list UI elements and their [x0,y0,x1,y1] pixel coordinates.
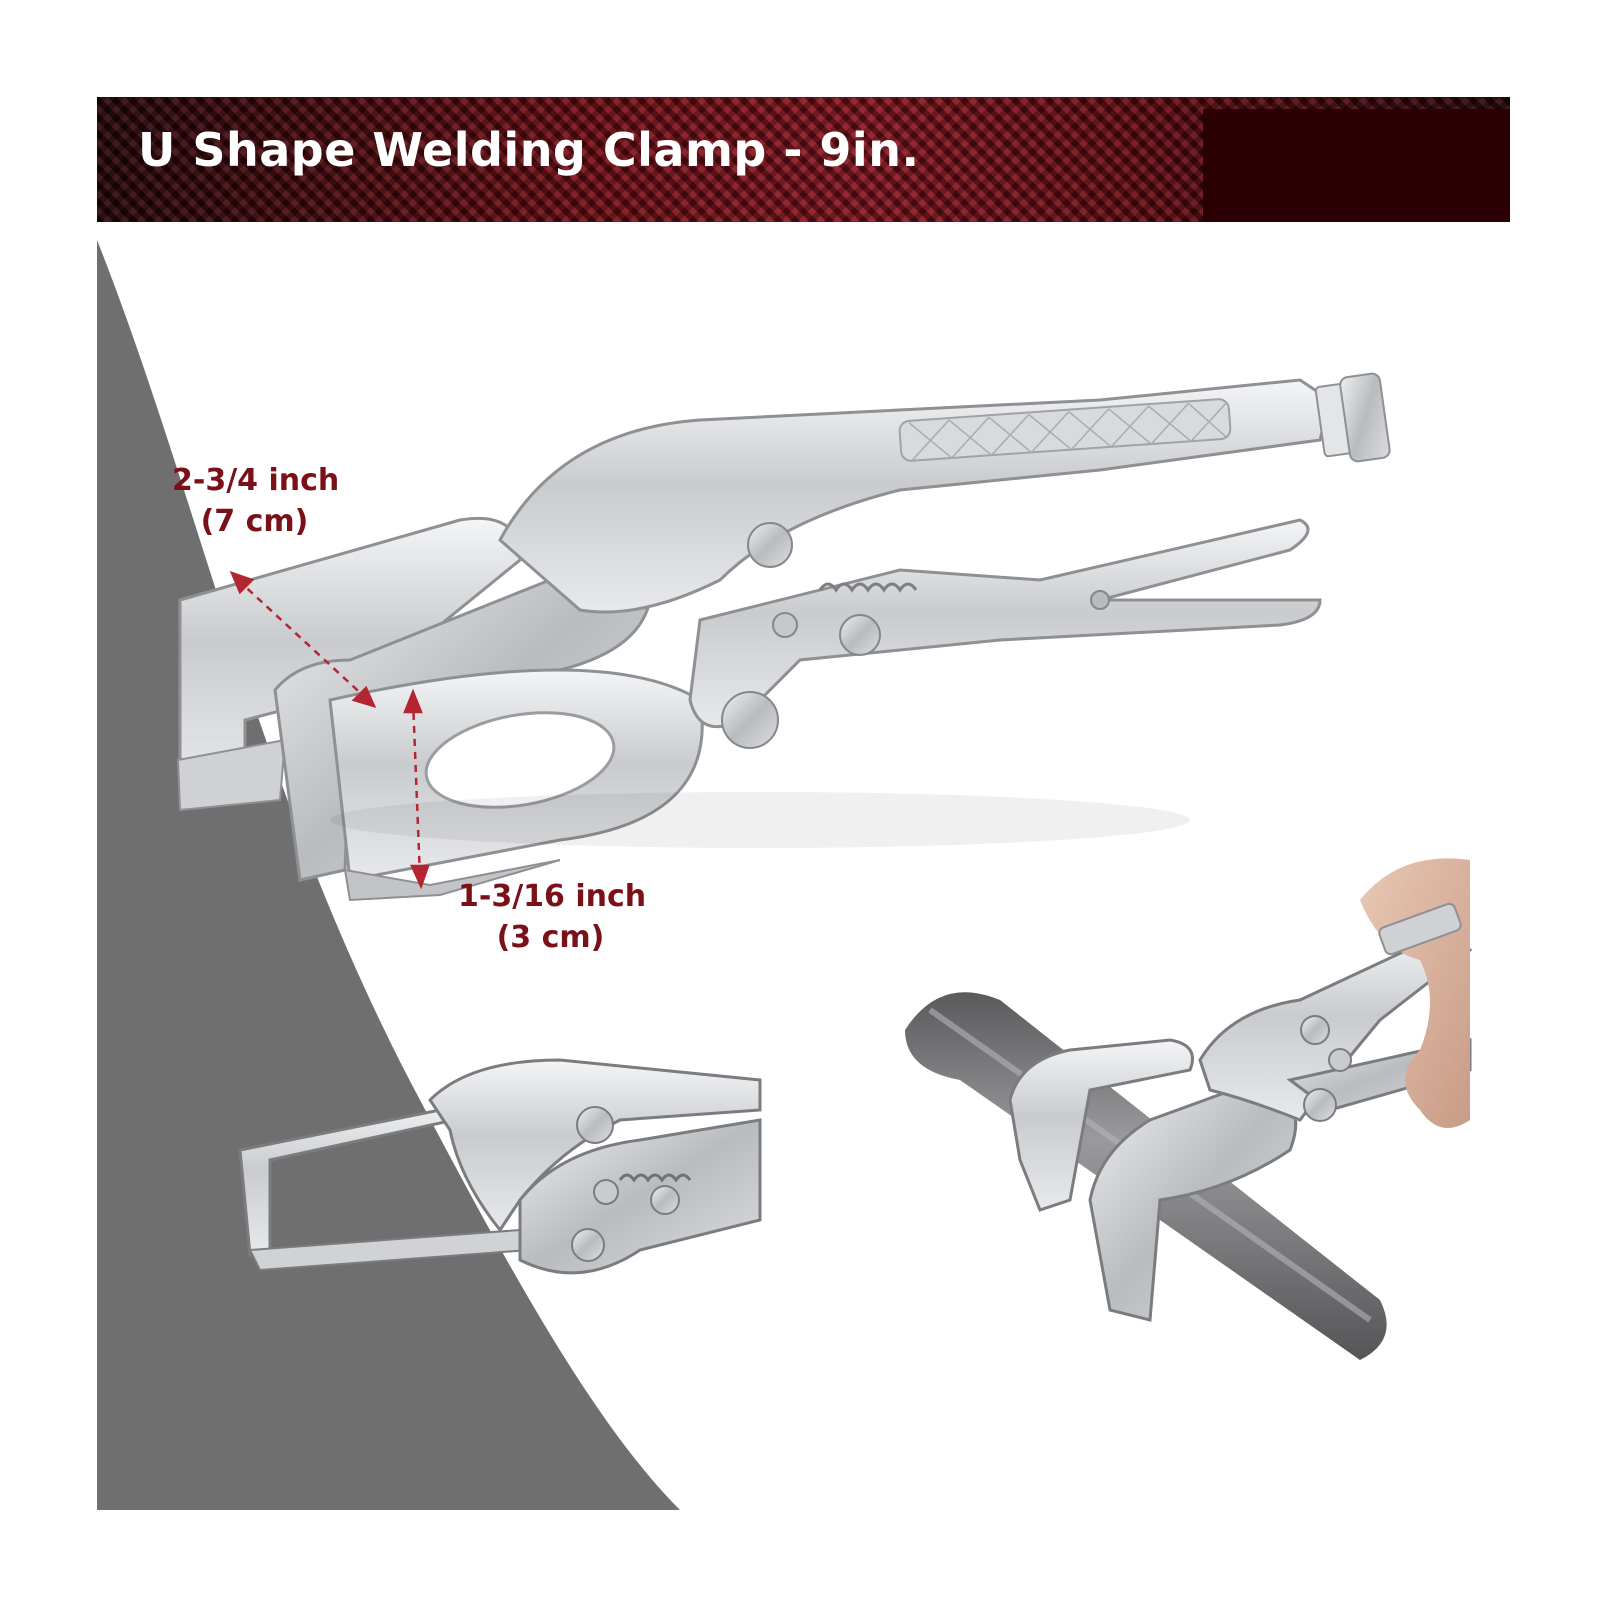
dimension-arrows [229,570,430,890]
main-clamp [176,372,1391,902]
banner-dark-block [1203,109,1510,222]
title-banner: U Shape Welding Clamp - 9in. [97,97,1510,222]
jaw-depth-label: 1-3/16 inch (3 cm) [458,877,647,958]
product-title: U Shape Welding Clamp - 9in. [138,123,920,177]
jaw-depth-inch: 1-3/16 inch [458,879,647,914]
usage-photo [905,858,1473,1360]
gray-panel [97,240,680,1510]
jaw-width-cm: (7 cm) [200,503,309,539]
jaw-width-inch: 2-3/4 inch [172,463,340,498]
jaw-width-label: 2-3/4 inch (7 cm) [172,461,340,542]
small-clamp [238,1058,762,1275]
jaw-depth-cm: (3 cm) [496,919,605,955]
